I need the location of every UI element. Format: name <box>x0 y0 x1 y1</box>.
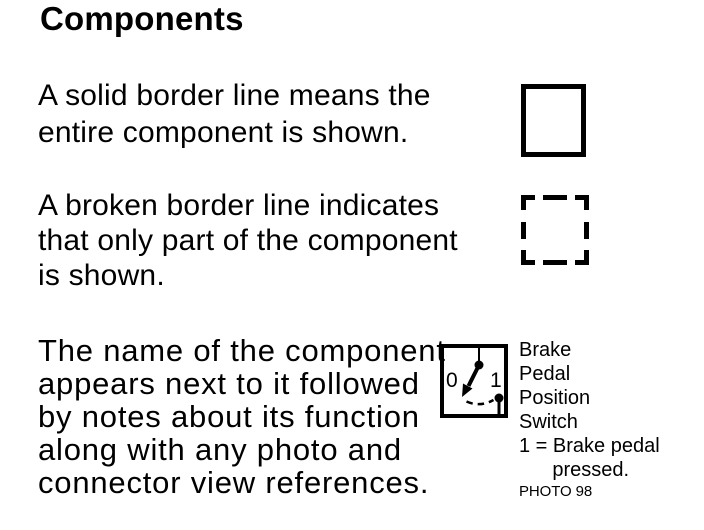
switch-travel-dashed-arc <box>465 398 495 406</box>
solid-border-box-icon <box>521 84 586 157</box>
switch-lever-arrowhead <box>462 383 473 397</box>
component-naming-description: The name of the component appears next t… <box>38 333 446 500</box>
solid-border-description: A solid border line means the entire com… <box>38 79 431 149</box>
broken-border-path <box>521 195 589 265</box>
broken-border-description: A broken border line indicates that only… <box>38 189 458 292</box>
component-label-block: Brake Pedal Position Switch 1 = Brake pe… <box>519 338 660 502</box>
component-function-note: 1 = Brake pedal pressed. <box>519 435 660 481</box>
brake-pedal-position-switch-icon: 0 1 <box>440 344 508 418</box>
broken-border-box-icon <box>521 195 589 265</box>
switch-closed-position-label: 1 <box>490 369 502 392</box>
switch-lever <box>466 364 481 387</box>
component-name-label: Brake Pedal Position Switch <box>519 339 591 433</box>
switch-box-border <box>440 344 508 418</box>
photo-reference: PHOTO 98 <box>519 483 593 500</box>
switch-open-position-label: 0 <box>446 369 458 392</box>
page-title: Components <box>40 0 244 37</box>
